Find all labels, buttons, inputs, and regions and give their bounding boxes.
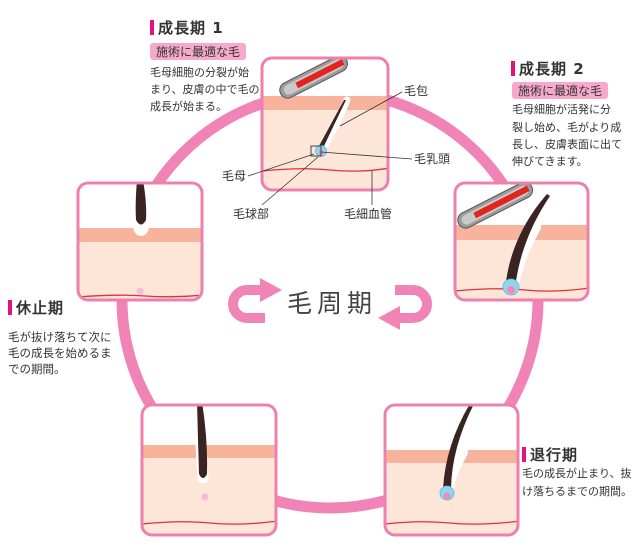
badge-text: 施術に最適な毛 bbox=[518, 83, 602, 98]
stage-box-telogen bbox=[76, 181, 204, 302]
stage-desc-line: 成長が始まる。 bbox=[150, 99, 227, 113]
leader-line-bulb bbox=[261, 156, 319, 206]
skin-cross-section bbox=[78, 183, 202, 300]
arrow-curve bbox=[395, 285, 432, 323]
skin-cross-section bbox=[455, 183, 588, 300]
follicle-sheath bbox=[318, 96, 351, 154]
badge-text: 施術に最適な毛 bbox=[156, 44, 240, 59]
stage-desc-line: け落ちるまでの期間。 bbox=[522, 485, 632, 498]
stage-box-anagen1 bbox=[260, 56, 390, 192]
title-marker bbox=[511, 61, 515, 76]
hair-shaft bbox=[319, 100, 346, 146]
stage-desc-line: 毛母細胞が活発に分 bbox=[512, 102, 611, 116]
club-hair bbox=[135, 183, 147, 225]
skin-cross-section bbox=[385, 405, 518, 535]
stage-box-transition bbox=[140, 403, 278, 537]
dermal-papilla bbox=[201, 493, 209, 501]
capillary-line bbox=[262, 167, 388, 172]
anatomy-labels: 毛包 毛乳頭 毛母 毛球部 毛細血管 bbox=[222, 84, 450, 221]
stage-desc-line: 毛の成長が止まり、抜 bbox=[522, 466, 632, 480]
badge-background bbox=[512, 82, 608, 99]
arrow-head bbox=[378, 306, 400, 330]
cycle-arrow-right-icon bbox=[378, 285, 432, 330]
stage-desc-line: 毛が抜け落ちて次に bbox=[8, 330, 112, 344]
title-marker bbox=[150, 20, 154, 35]
dermal-papilla bbox=[507, 286, 515, 294]
dermal-papilla bbox=[136, 287, 144, 295]
treatment-probe-icon bbox=[279, 58, 348, 99]
probe-core bbox=[295, 59, 345, 89]
treatment-probe-icon bbox=[457, 183, 534, 229]
title-marker bbox=[8, 300, 12, 315]
stage-desc-line: 伸びてきます。 bbox=[512, 155, 588, 168]
stage-desc-line: での期間。 bbox=[8, 362, 66, 376]
stage-title: 退行期 bbox=[530, 446, 578, 464]
center-title: 毛周期 bbox=[287, 289, 377, 318]
badge-background bbox=[150, 43, 246, 60]
label-bulb: 毛球部 bbox=[233, 206, 269, 221]
label-capillary: 毛細血管 bbox=[344, 206, 392, 221]
probe-core bbox=[473, 185, 530, 219]
epidermis-layer bbox=[142, 445, 276, 458]
leader-line-follicle bbox=[339, 91, 403, 127]
club-hair bbox=[197, 405, 208, 478]
stage-label-anagen2: 成長期 2 施術に最適な毛 毛母細胞が活発に分 裂し始め、毛がより成 長し、皮膚… bbox=[511, 60, 622, 168]
papilla-highlight-box bbox=[310, 145, 322, 157]
stage-desc-line: 裂し始め、毛がより成 bbox=[512, 120, 621, 134]
stage-box-frame bbox=[453, 181, 590, 302]
stage-box-anagen2 bbox=[453, 181, 590, 302]
skin-cross-section bbox=[262, 58, 388, 190]
hair-shaft bbox=[506, 194, 550, 281]
stage-label-telogen: 休止期 毛が抜け落ちて次に 毛の成長を始めるま での期間。 bbox=[8, 299, 112, 376]
stage-title: 成長期 2 bbox=[519, 60, 585, 78]
stage-box-catagen bbox=[383, 403, 520, 537]
stage-desc-line: まり、皮膚の中で毛の bbox=[150, 82, 260, 96]
stage-desc-line: 毛の成長を始めるま bbox=[8, 346, 112, 360]
stage-box-frame bbox=[76, 181, 204, 302]
leader-line-matrix bbox=[247, 153, 315, 177]
hair-shaft bbox=[443, 405, 475, 488]
label-follicle: 毛包 bbox=[404, 84, 428, 98]
stage-title: 成長期 1 bbox=[158, 19, 224, 37]
capillary-line bbox=[142, 520, 276, 525]
skin-cross-section bbox=[142, 405, 276, 535]
dermal-papilla bbox=[443, 492, 451, 500]
stage-box-frame bbox=[140, 403, 278, 537]
arrow-curve bbox=[228, 285, 265, 323]
capillary-line bbox=[78, 294, 202, 298]
stage-label-anagen1: 成長期 1 施術に最適な毛 毛母細胞の分裂が始 まり、皮膚の中で毛の 成長が始ま… bbox=[150, 19, 260, 113]
label-papilla: 毛乳頭 bbox=[414, 152, 450, 166]
stage-label-catagen: 退行期 毛の成長が止まり、抜 け落ちるまでの期間。 bbox=[522, 446, 632, 498]
stage-box-frame bbox=[383, 403, 520, 537]
stage-box-frame bbox=[260, 56, 390, 192]
stage-title: 休止期 bbox=[15, 299, 64, 317]
title-marker bbox=[522, 447, 526, 462]
arrow-head bbox=[260, 278, 282, 302]
stage-desc-line: 毛母細胞の分裂が始 bbox=[150, 65, 249, 79]
epidermis-layer bbox=[262, 96, 388, 110]
label-matrix: 毛母 bbox=[222, 169, 246, 183]
cycle-arrow-left-icon bbox=[228, 278, 282, 323]
capillary-line bbox=[385, 520, 518, 525]
capillary-line bbox=[455, 287, 588, 292]
stage-desc-line: 長し、皮膚表面に出て bbox=[512, 137, 622, 151]
leader-line-papilla bbox=[320, 151, 413, 160]
